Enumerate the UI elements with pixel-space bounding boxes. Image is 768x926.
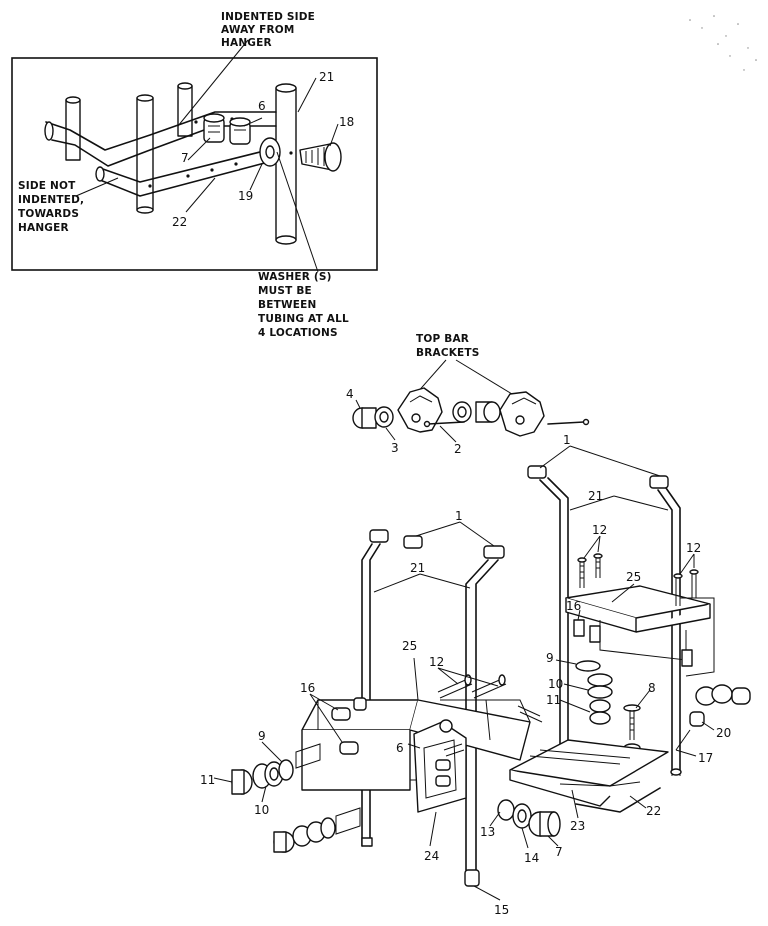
inset-callout-7: 7	[181, 151, 189, 165]
note-not-indented-line1: SIDE NOT	[18, 180, 76, 192]
inset-callout-22: 22	[172, 215, 187, 229]
callout-1-left: 1	[455, 509, 463, 523]
inset-callout-6: 6	[258, 99, 266, 113]
note-washer-line3: BETWEEN	[258, 299, 316, 311]
callout-1-right: 1	[563, 433, 571, 447]
callout-12-right-b: 12	[686, 541, 701, 555]
inset-callout-19: 19	[238, 189, 253, 203]
callout-9-right: 9	[546, 651, 554, 665]
callout-8: 8	[648, 681, 656, 695]
inset-callout-18: 18	[339, 115, 354, 129]
callout-25-right: 25	[626, 570, 641, 584]
note-washer-line4: TUBING AT ALL	[258, 313, 349, 325]
callout-12-left: 12	[429, 655, 444, 669]
callout-11-left: 11	[200, 773, 215, 787]
callout-23: 23	[570, 819, 585, 833]
brackets-title-line1: TOP BAR	[416, 333, 469, 345]
callout-10-left: 10	[254, 803, 269, 817]
callout-14: 14	[524, 851, 539, 865]
callout-12-right-a: 12	[592, 523, 607, 537]
note-washer-line2: MUST BE	[258, 285, 312, 297]
callout-15: 15	[494, 903, 509, 917]
callout-16-left: 16	[300, 681, 315, 695]
callout-13: 13	[480, 825, 495, 839]
note-indented-line2: AWAY FROM	[221, 24, 295, 36]
inset-callout-21: 21	[319, 70, 334, 84]
bracket-callout-4: 4	[346, 387, 354, 401]
note-indented-line3: HANGER	[221, 37, 272, 49]
inset-detail: INDENTED SIDE AWAY FROM HANGER SIDE NOT …	[11, 11, 378, 339]
callout-21-left: 21	[410, 561, 425, 575]
note-washer-line5: 4 LOCATIONS	[258, 327, 338, 339]
top-bar-brackets: TOP BAR BRACKETS 4 3 2	[346, 333, 590, 456]
brackets-title-line2: BRACKETS	[416, 347, 480, 359]
right-frame-assembly: 1 21 25 12 12 1	[509, 433, 751, 833]
inset-washer-19	[259, 137, 281, 167]
left-frame-assembly: 1 21 25 12 16	[200, 509, 563, 917]
bracket-callout-3: 3	[391, 441, 399, 455]
inset-bolt-18	[299, 142, 342, 172]
inset-bushings	[203, 113, 251, 145]
callout-25-left: 25	[402, 639, 417, 653]
callout-6-main: 6	[396, 741, 404, 755]
note-not-indented-line4: HANGER	[18, 222, 69, 234]
callout-11-right: 11	[546, 693, 561, 707]
scan-speckle	[689, 15, 757, 71]
callout-21-right: 21	[588, 489, 603, 503]
callout-9-left: 9	[258, 729, 266, 743]
callout-16-right: 16	[566, 599, 581, 613]
callout-17: 17	[698, 751, 713, 765]
note-washer-line1: WASHER (S)	[258, 271, 332, 283]
callout-10-right: 10	[548, 677, 563, 691]
inset-leader-lines	[75, 39, 339, 273]
inset-upright-21	[275, 87, 297, 241]
callout-7-main: 7	[555, 845, 563, 859]
inset-frame	[11, 57, 378, 271]
callout-24: 24	[424, 849, 439, 863]
note-not-indented-line2: INDENTED,	[18, 194, 84, 206]
inset-cross-members	[44, 111, 293, 197]
note-not-indented-line3: TOWARDS	[18, 208, 79, 220]
callout-20: 20	[716, 726, 731, 740]
callout-22-main: 22	[646, 804, 661, 818]
note-indented-line1: INDENTED SIDE	[221, 11, 315, 23]
bracket-callout-2: 2	[454, 442, 462, 456]
